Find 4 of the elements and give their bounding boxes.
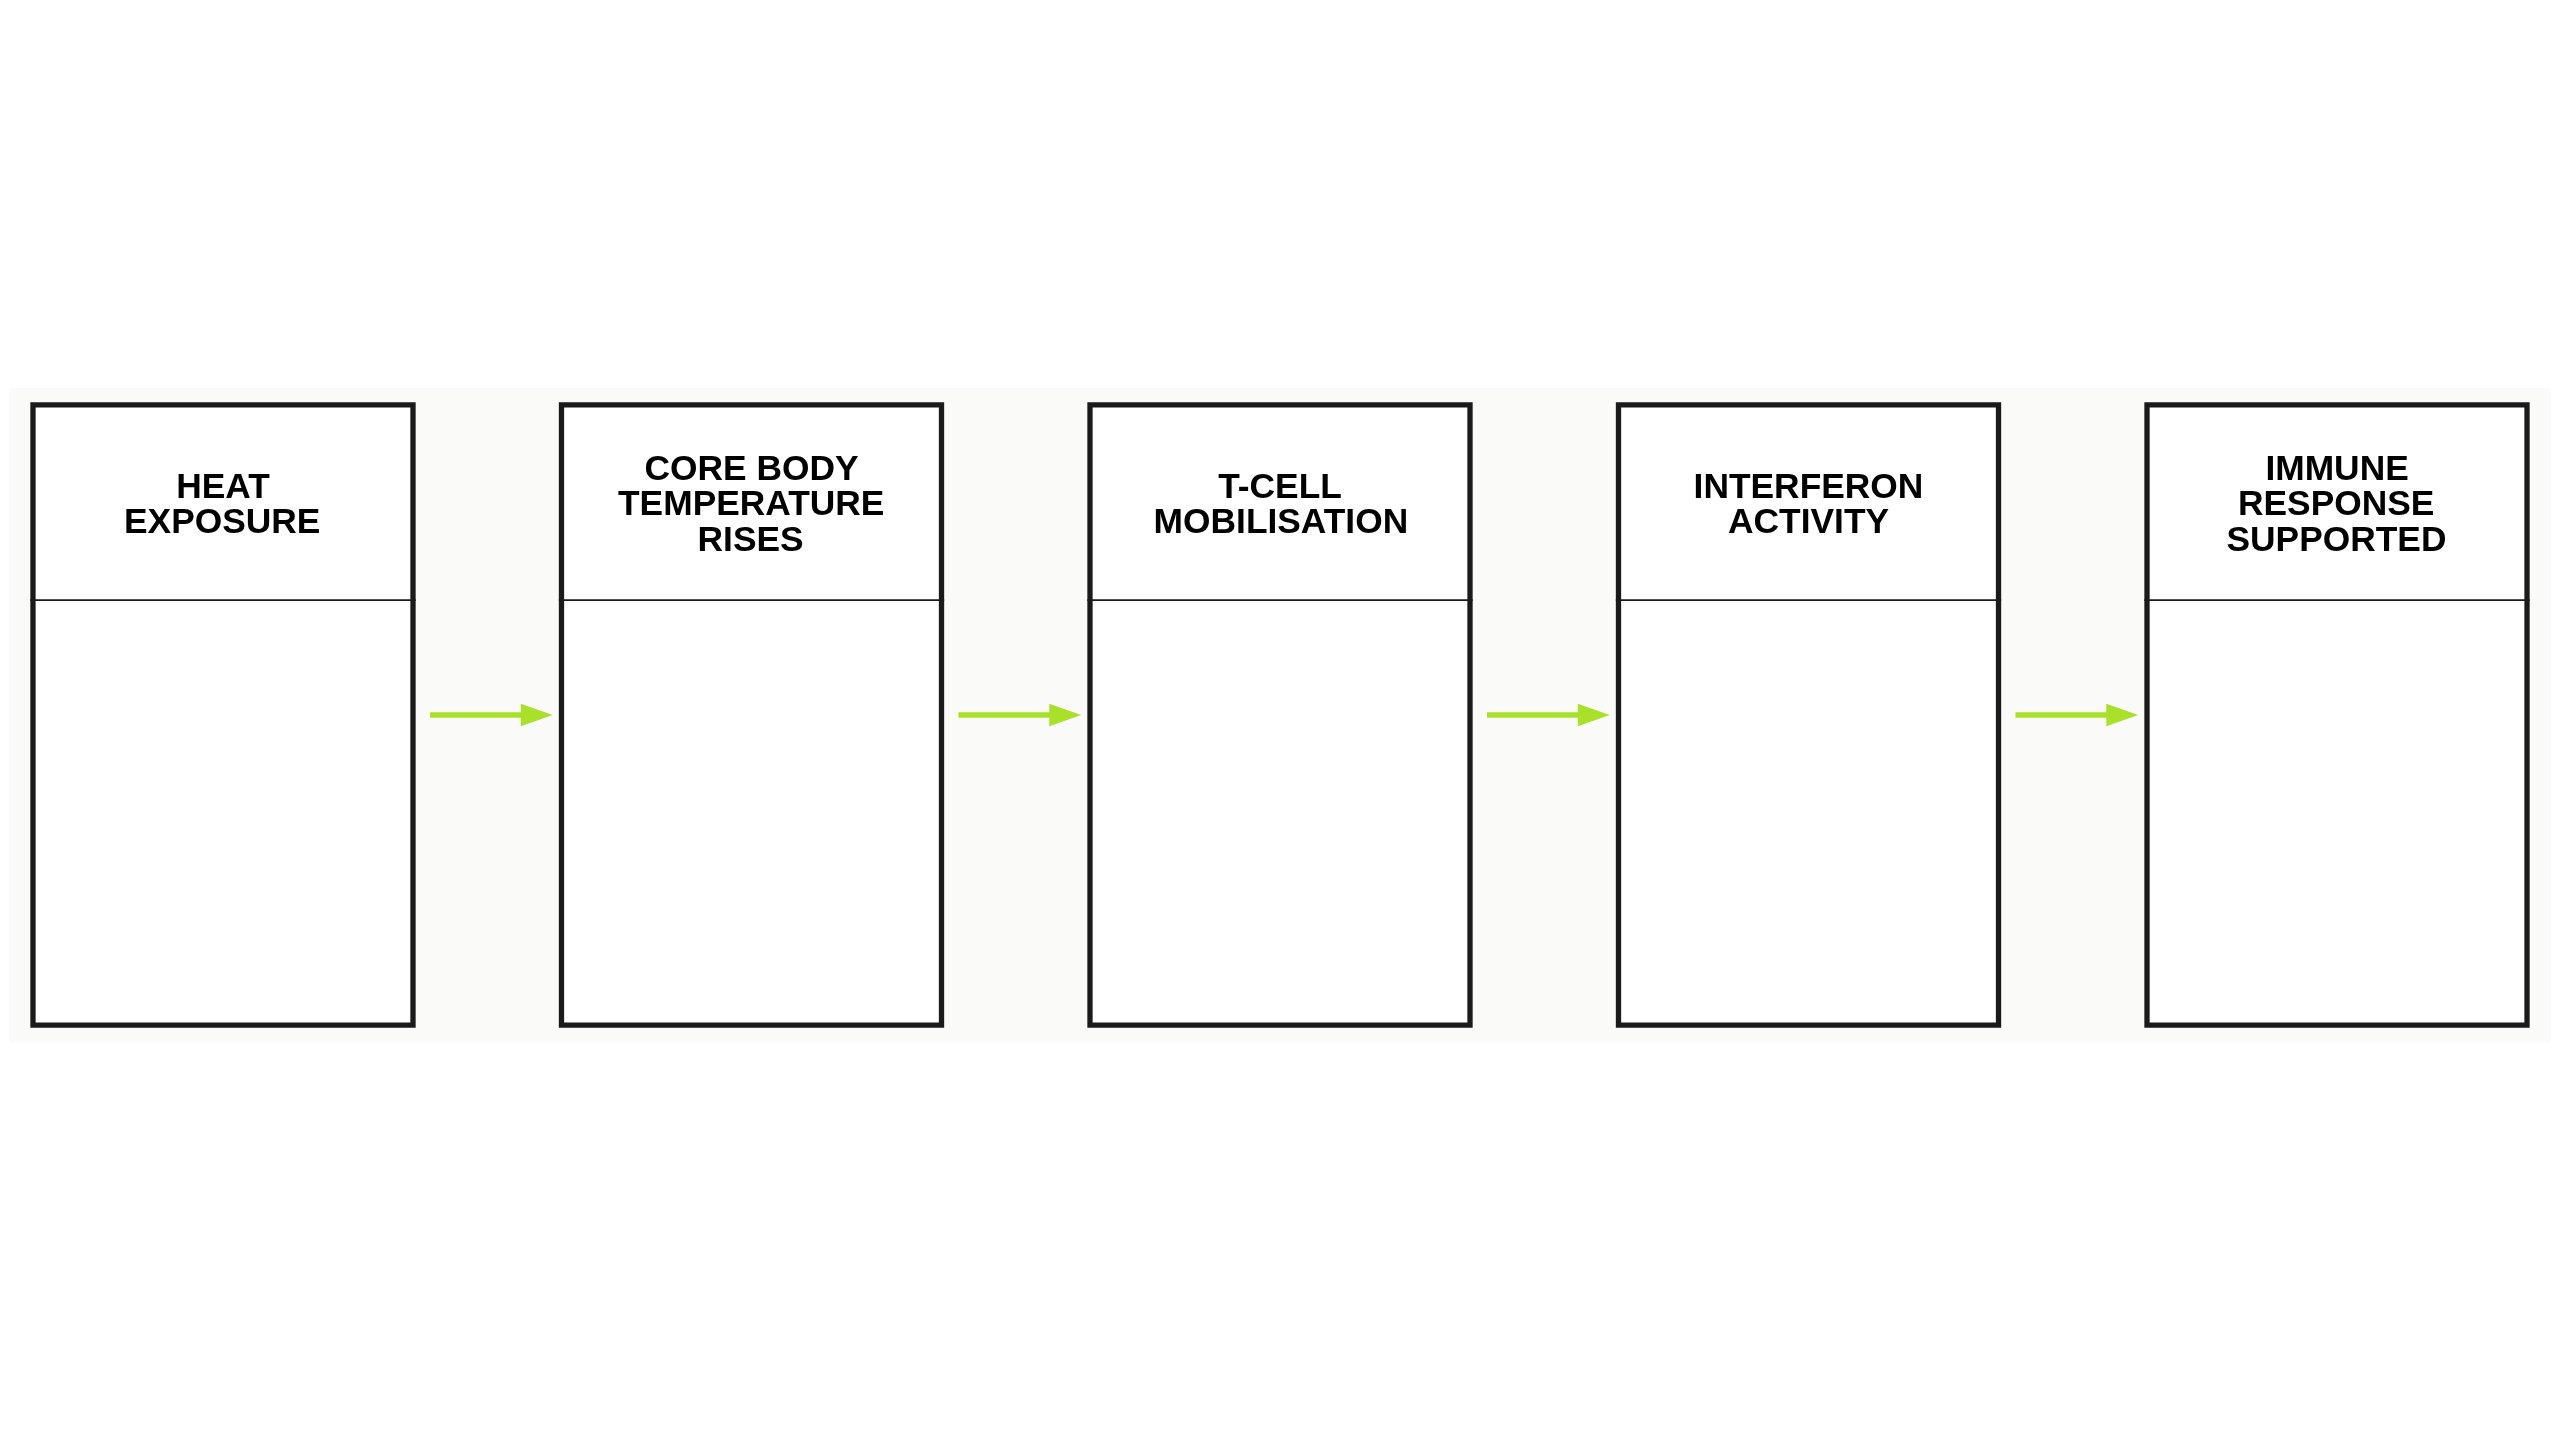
arrow [1487, 703, 1610, 726]
arrow [958, 703, 1082, 726]
arrow [430, 703, 553, 726]
arrow [2015, 703, 2139, 726]
